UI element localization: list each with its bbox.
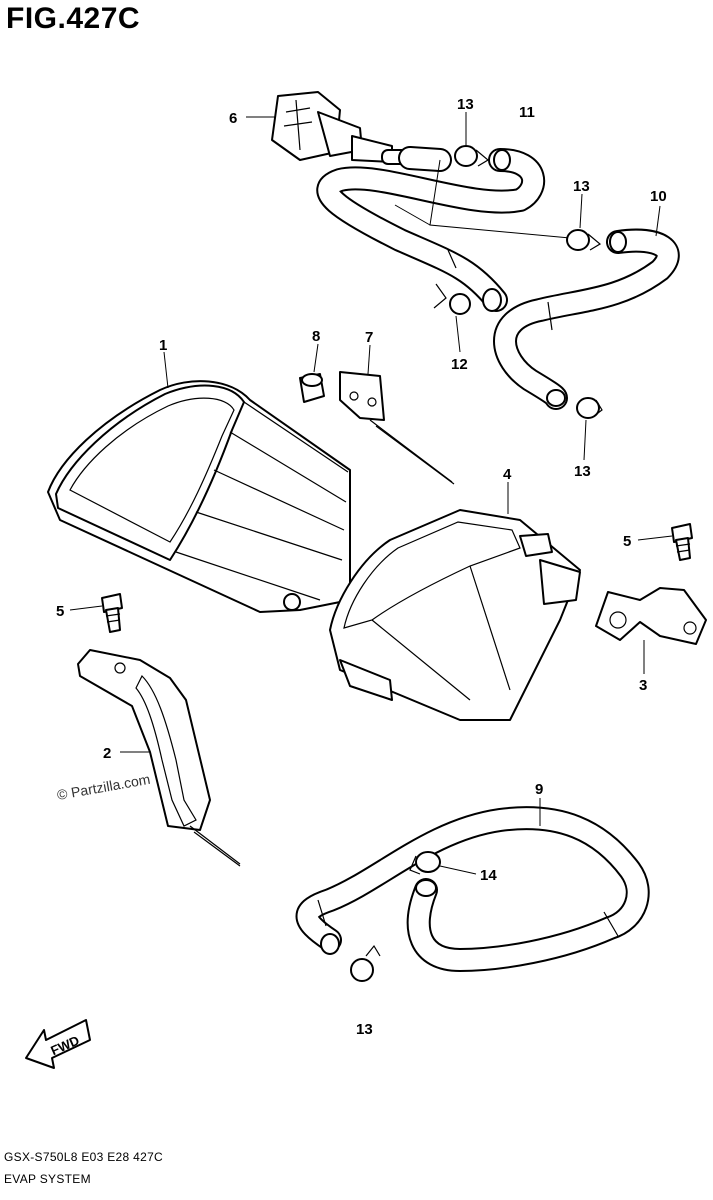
leader-14 (439, 865, 477, 875)
leader-5b (69, 605, 103, 611)
part-5-bolt-right[interactable] (671, 523, 693, 561)
part-8-grommet[interactable] (299, 373, 325, 403)
callout-13-top: 13 (457, 96, 474, 113)
leader-5a (637, 535, 673, 541)
part-2-bracket[interactable] (77, 649, 241, 867)
part-5-bolt-left[interactable] (101, 593, 123, 633)
callout-14: 14 (480, 867, 497, 884)
leader-13b (579, 193, 583, 229)
callout-5-left: 5 (56, 603, 64, 620)
callout-2: 2 (103, 745, 111, 762)
part-1-cover[interactable] (47, 380, 351, 613)
leader-10 (655, 205, 661, 237)
part-7-bracket[interactable] (339, 371, 455, 485)
callout-8: 8 (312, 328, 320, 345)
leader-1 (163, 351, 169, 389)
callout-12: 12 (451, 356, 468, 373)
clamp-13-upper[interactable] (454, 145, 490, 167)
part-9-hose[interactable] (295, 806, 650, 972)
footer-section-name: EVAP SYSTEM (4, 1172, 91, 1186)
clamp-13-right[interactable] (576, 397, 603, 419)
watermark-text: © Partzilla.com (56, 771, 152, 803)
callout-13-right: 13 (574, 463, 591, 480)
callout-13-bottom: 13 (356, 1021, 373, 1038)
callout-6: 6 (229, 110, 237, 127)
part-4-canister[interactable] (329, 509, 581, 721)
callout-10: 10 (650, 188, 667, 205)
part-11-hose[interactable] (316, 146, 546, 312)
callout-3: 3 (639, 677, 647, 694)
clamp-13-bottom[interactable] (350, 944, 381, 982)
part-12-clip[interactable] (433, 283, 471, 315)
clamp-13-mid[interactable] (566, 229, 602, 251)
part-6-purge-valve[interactable] (271, 91, 413, 165)
figure-title: FIG.427C (6, 2, 141, 35)
callout-1: 1 (159, 337, 167, 354)
leader-13c (583, 419, 587, 461)
callout-9: 9 (535, 781, 543, 798)
leader-8 (313, 343, 319, 373)
leader-7 (367, 344, 371, 375)
callout-11: 11 (519, 104, 535, 121)
part-3-bracket[interactable] (595, 587, 707, 645)
callout-13-mid: 13 (573, 178, 590, 195)
callout-7: 7 (365, 329, 373, 346)
fwd-arrow-icon: FWD (25, 1019, 91, 1069)
callout-4: 4 (503, 466, 512, 483)
callout-5-right: 5 (623, 533, 631, 550)
part-10-hose[interactable] (493, 228, 680, 410)
clamp-14[interactable] (409, 851, 441, 875)
leader-12 (455, 315, 461, 353)
footer-model-line: GSX-S750L8 E03 E28 427C (4, 1150, 164, 1164)
